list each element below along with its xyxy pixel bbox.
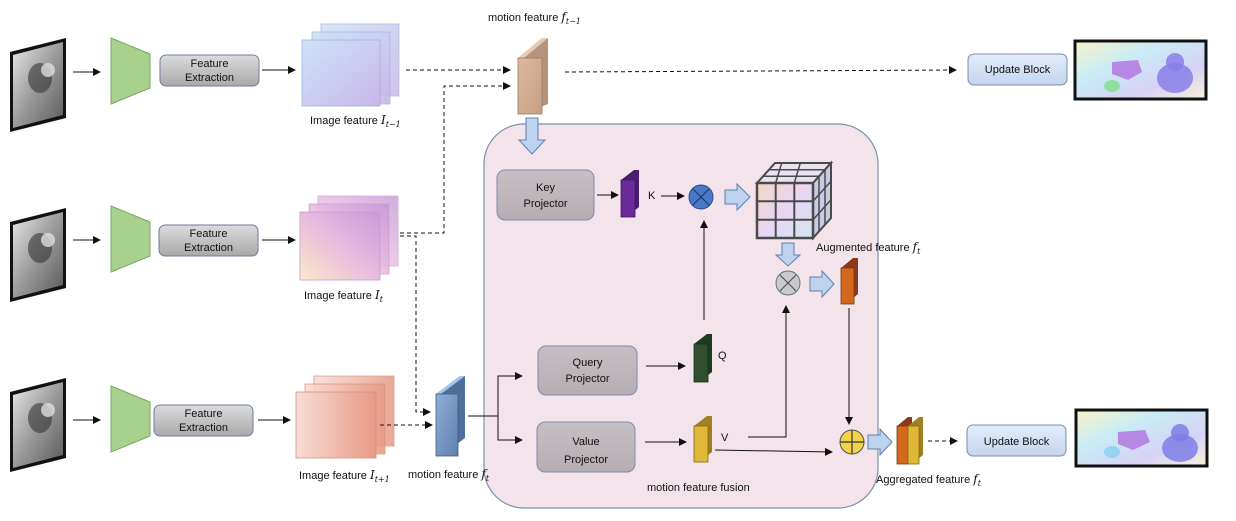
query-vector-block: [693, 334, 712, 383]
feature-extraction-button-row3[interactable]: Feature Extraction: [153, 404, 254, 437]
key-projector-button[interactable]: Key Projector: [496, 169, 595, 221]
key-projector-label-1: Key: [536, 182, 555, 194]
encoder-trapezoid-row3: [110, 385, 151, 453]
aggregated-feature-label: Aggregated feature ft: [876, 472, 982, 488]
input-frame-row1: [10, 38, 66, 132]
query-projector-button[interactable]: Query Projector: [537, 345, 638, 396]
augmented-feature-cube: [754, 160, 834, 241]
augmented-vector-block: [840, 258, 858, 305]
right-arrow-to-cube: [724, 182, 751, 212]
right-arrow-to-augmented-vector: [809, 269, 835, 299]
feature-extraction-button-row1[interactable]: Feature Extraction: [159, 54, 260, 87]
v-label: V: [721, 432, 729, 444]
key-projector-label-2: Projector: [523, 198, 567, 210]
update-block-bottom-label: Update Block: [984, 436, 1050, 448]
feature-extraction-label-1: Feature: [185, 408, 223, 420]
image-feature-stack-row3: [295, 375, 395, 459]
query-projector-label-2: Projector: [565, 373, 609, 385]
motion-feature-cur-block: [435, 376, 465, 457]
update-block-top-button[interactable]: Update Block: [967, 53, 1068, 86]
down-arrow-into-fusion: [517, 117, 547, 155]
encoder-trapezoid-row1: [110, 37, 151, 105]
value-projector-label-2: Projector: [564, 454, 608, 466]
key-vector-block: [620, 170, 639, 218]
output-flow-bottom: [1074, 408, 1209, 468]
motion-feature-prev-block: [517, 38, 548, 115]
query-projector-label-1: Query: [573, 357, 603, 369]
k-label: K: [648, 190, 656, 202]
image-feature-label-row1: Image feature It−1: [310, 113, 401, 129]
feature-extraction-label-1: Feature: [190, 228, 228, 240]
feature-extraction-label-1: Feature: [191, 58, 229, 70]
q-label: Q: [718, 350, 727, 362]
image-feature-stack-row2: [299, 195, 399, 281]
motion-feature-cur-label: motion feature ft: [408, 467, 490, 483]
augmented-feature-label: Augmented feature ft: [816, 240, 921, 256]
multiply-op-value: [775, 270, 801, 296]
output-flow-top: [1073, 39, 1208, 101]
encoder-trapezoid-row2: [110, 205, 151, 273]
image-feature-stack-row1: [301, 23, 400, 107]
value-projector-label-1: Value: [572, 436, 599, 448]
image-feature-label-row2: Image feature It: [304, 288, 384, 304]
value-vector-block: [693, 416, 712, 463]
add-op: [839, 429, 865, 455]
input-frame-row3: [10, 378, 66, 472]
feature-extraction-label-2: Extraction: [185, 72, 234, 84]
value-projector-button[interactable]: Value Projector: [536, 421, 636, 473]
feature-extraction-button-row2[interactable]: Feature Extraction: [158, 224, 259, 257]
image-feature-label-row3: Image feature It+1: [299, 468, 390, 484]
feature-extraction-label-2: Extraction: [179, 422, 228, 434]
multiply-op-attention: [688, 184, 714, 210]
feature-extraction-label-2: Extraction: [184, 242, 233, 254]
down-arrow-from-cube: [774, 242, 802, 267]
fusion-caption: motion feature fusion: [647, 482, 750, 494]
input-frame-row2: [10, 208, 66, 302]
right-arrow-to-aggregated: [867, 427, 893, 457]
motion-feature-prev-label: motion feature ft−1: [488, 10, 581, 26]
aggregated-feature-block: [896, 417, 923, 465]
update-block-top-label: Update Block: [985, 64, 1051, 76]
update-block-bottom-button[interactable]: Update Block: [966, 424, 1067, 457]
